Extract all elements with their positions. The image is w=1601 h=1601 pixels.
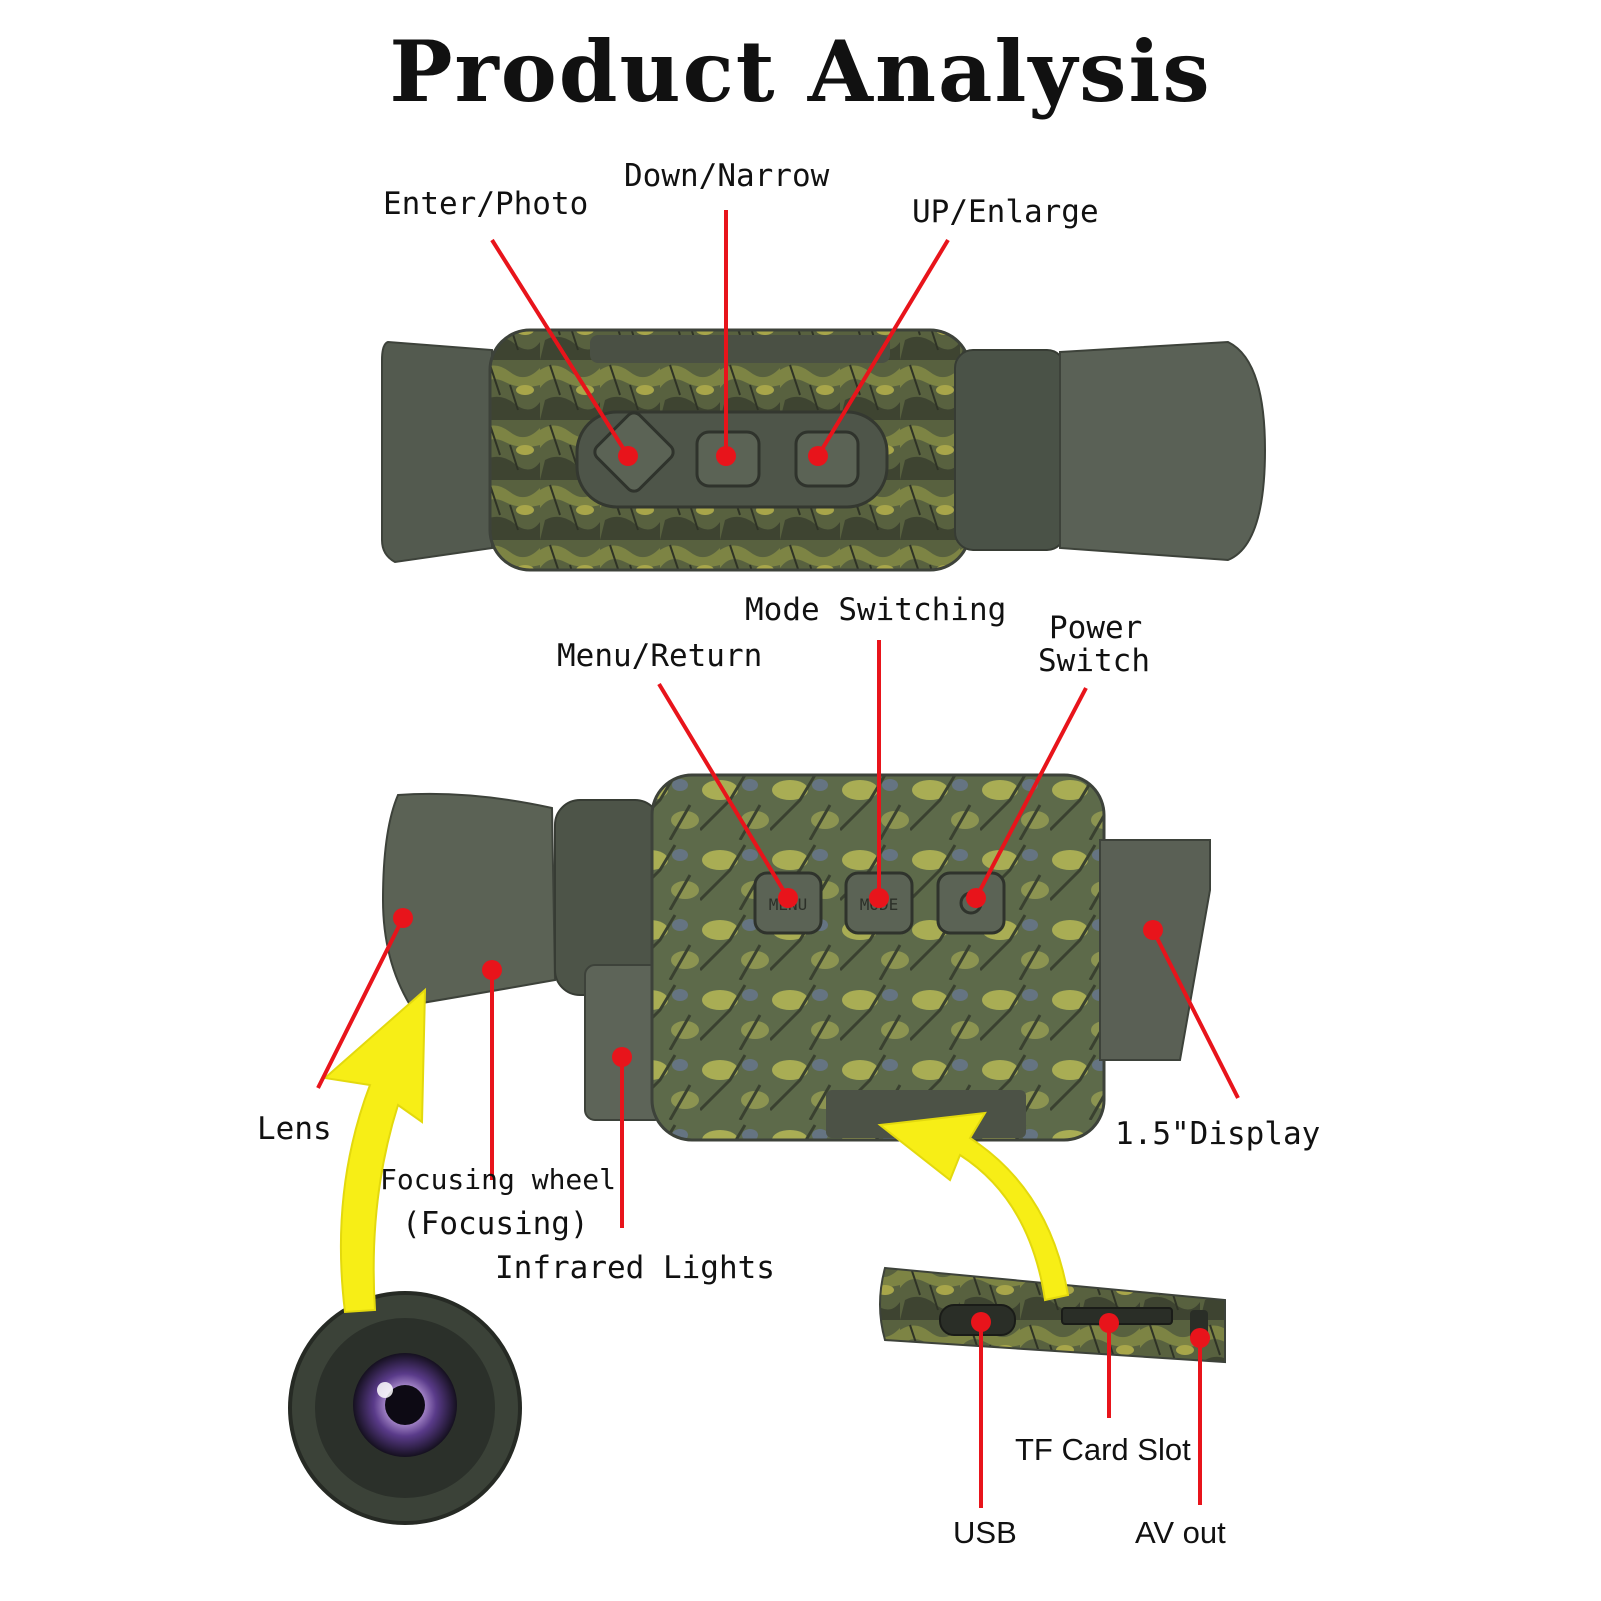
callout-dots [393, 446, 1210, 1348]
label-infrared-lights: Infrared Lights [495, 1250, 775, 1286]
label-focusing-wheel: Focusing wheel [380, 1163, 617, 1196]
label-up-enlarge: UP/Enlarge [912, 194, 1099, 230]
yellow-arrow-lens [322, 987, 427, 1314]
top-view-device [381, 328, 1267, 572]
label-mode-switching: Mode Switching [745, 592, 1007, 628]
yellow-arrow-ports [877, 1111, 1070, 1302]
label-av-out: AV out [1135, 1515, 1226, 1550]
label-power-switch-line2: Switch [1038, 643, 1150, 679]
label-focusing-paren: (Focusing) [402, 1206, 589, 1242]
label-enter-photo: Enter/Photo [383, 186, 589, 222]
label-down-narrow: Down/Narrow [624, 158, 830, 194]
label-tf-card-slot: TF Card Slot [1015, 1432, 1191, 1467]
lens-closeup [288, 1291, 522, 1525]
label-power-switch-line1: Power [1049, 610, 1143, 646]
page-title: Product Analysis [389, 22, 1212, 121]
side-view-device: MENU MODE [381, 773, 1211, 1142]
label-lens: Lens [257, 1111, 332, 1147]
label-usb: USB [953, 1515, 1017, 1550]
label-menu-return: Menu/Return [557, 638, 763, 674]
callout-lines [316, 210, 1240, 1508]
label-display: 1.5"Display [1115, 1116, 1321, 1152]
